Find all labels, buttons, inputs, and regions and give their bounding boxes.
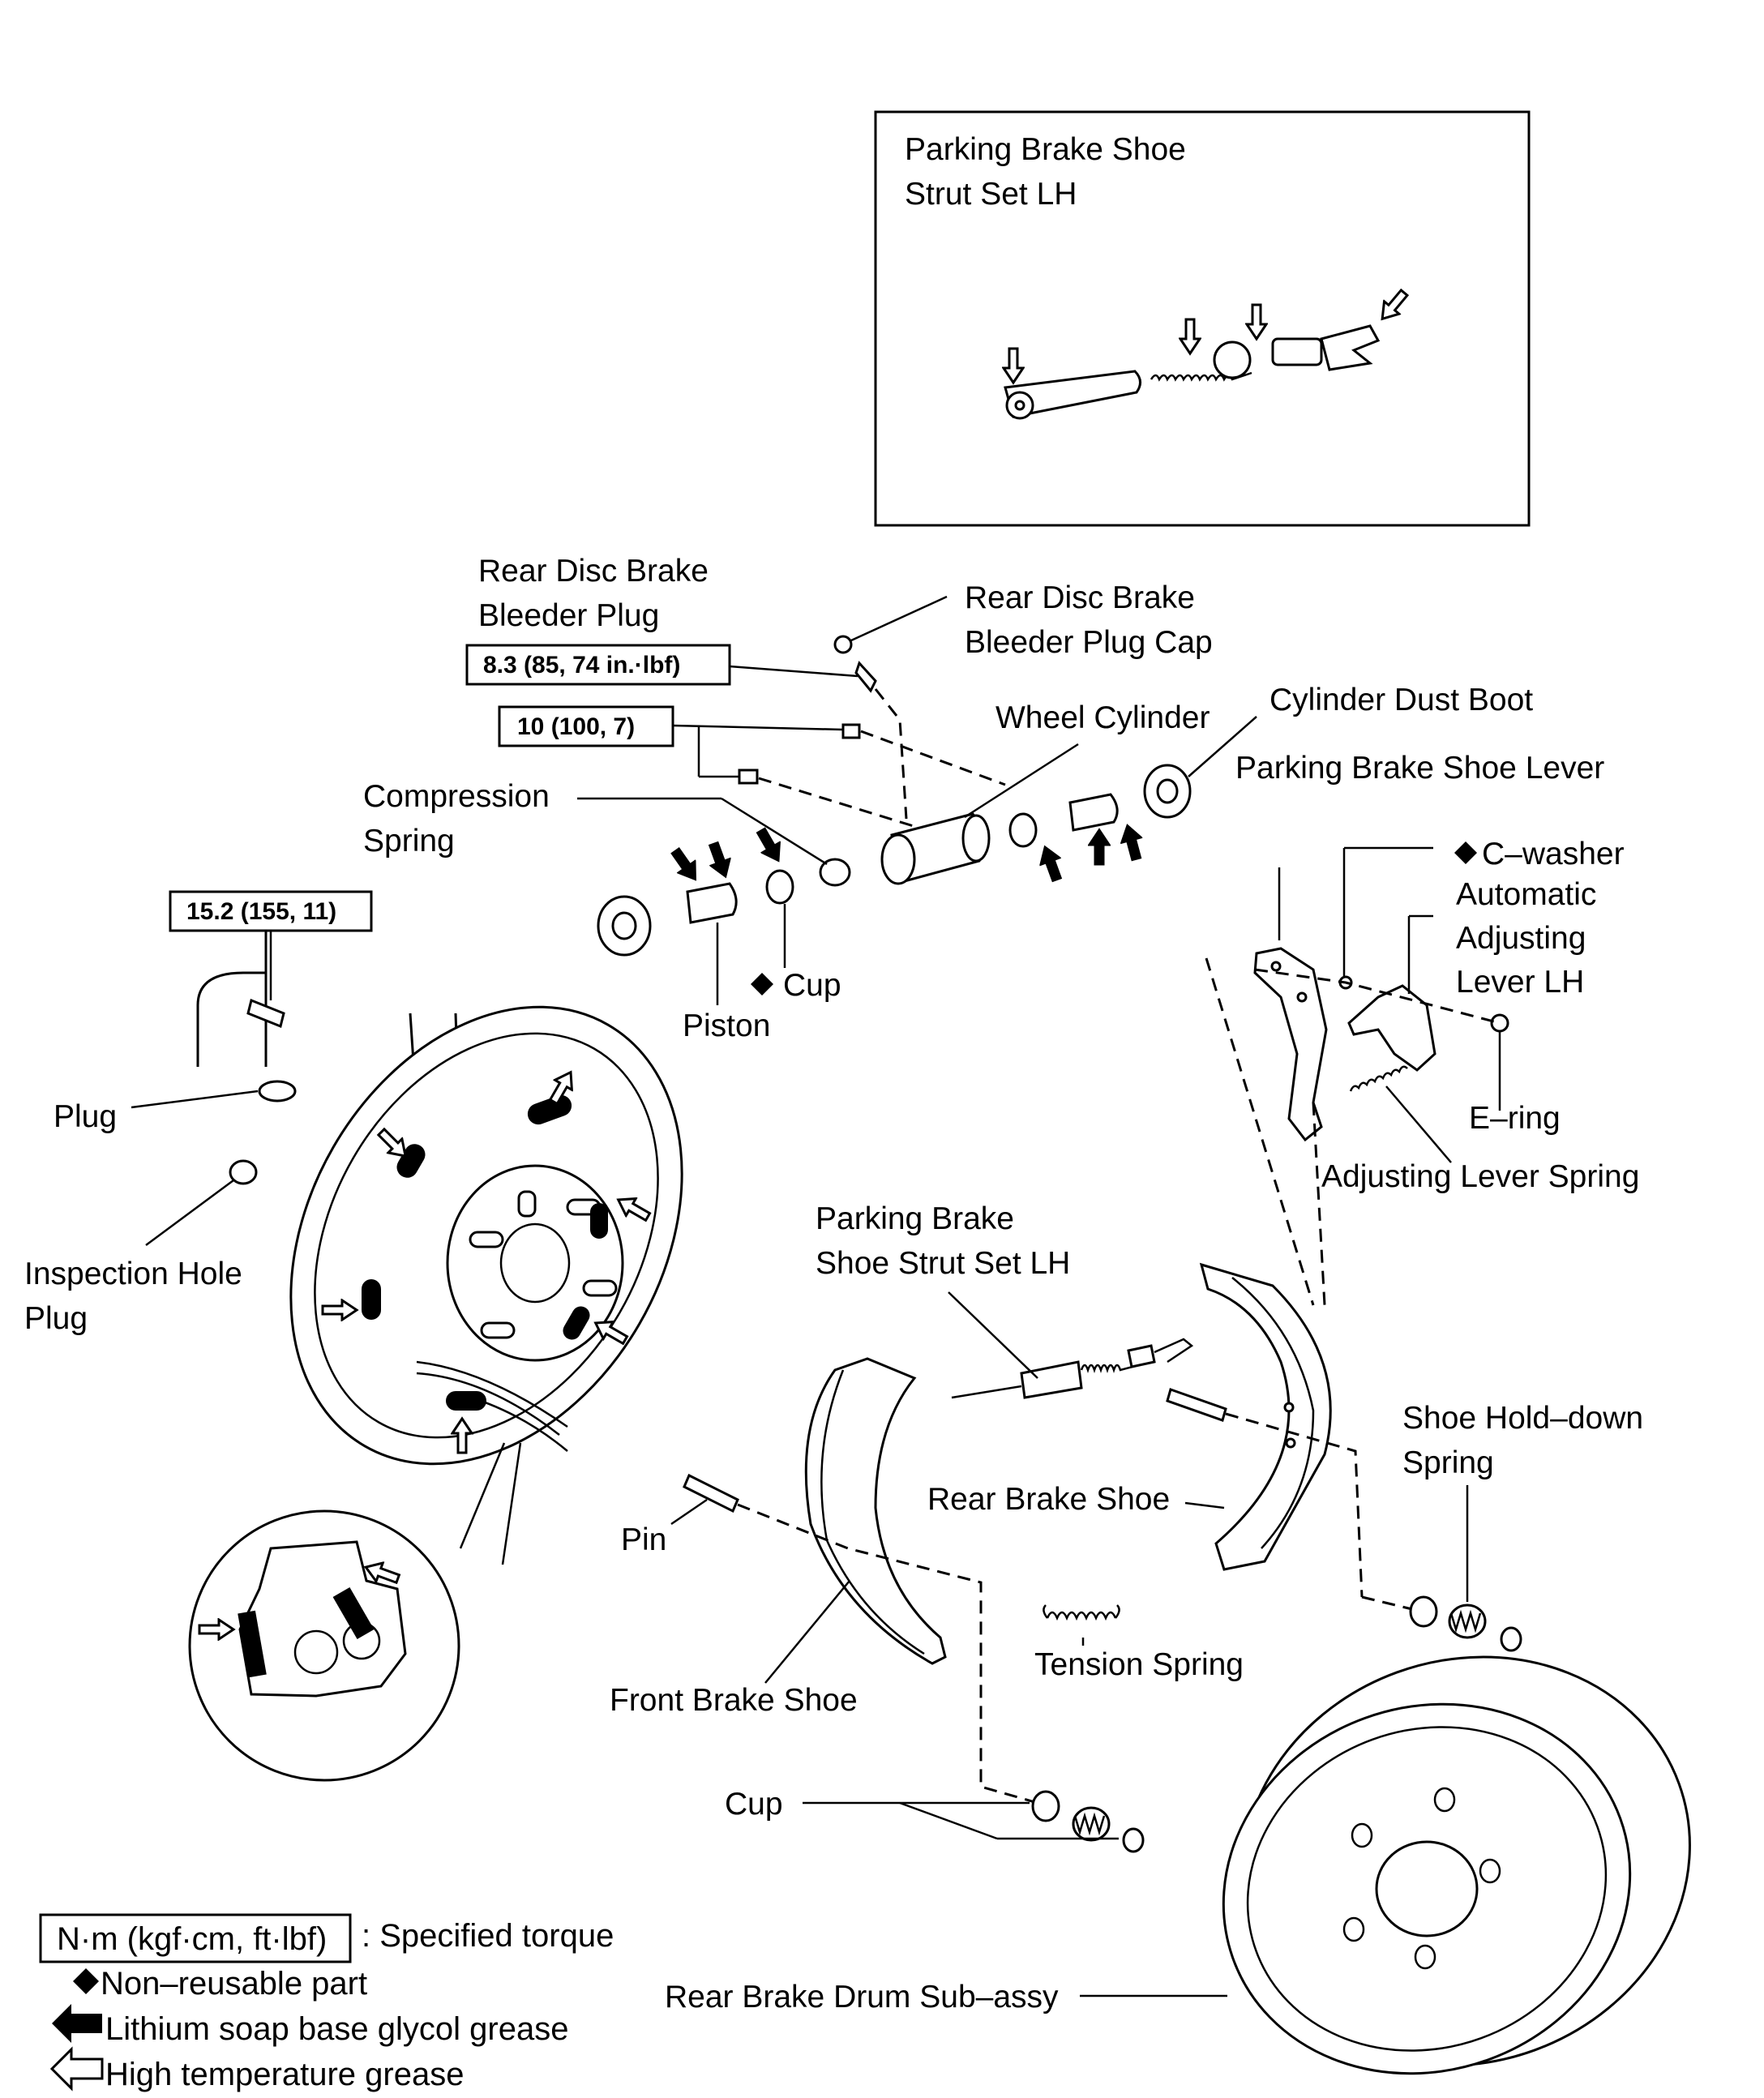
label-shoe-hold-down-2: Spring: [1402, 1445, 1494, 1480]
label-strut-set-2: Shoe Strut Set LH: [816, 1246, 1070, 1281]
shoe-hold-down-spring: [1409, 1485, 1522, 1652]
c-washer-diamond-icon: [1454, 841, 1477, 864]
e-ring: [1490, 1013, 1509, 1033]
label-plug: Plug: [54, 1099, 117, 1134]
piston-left: [686, 882, 738, 924]
leader-front-shoe: [764, 1580, 850, 1684]
label-adjusting-lever-spring: Adjusting Lever Spring: [1321, 1159, 1639, 1194]
leader-lines-top: [577, 595, 1257, 1005]
grease-arrow-cup-right: [1034, 842, 1068, 884]
legend-lithium-grease: Lithium soap base glycol grease: [105, 2011, 568, 2047]
label-rear-brake-drum: Rear Brake Drum Sub–assy: [665, 1980, 1059, 2015]
inset-grease-arrow-3: [1245, 303, 1268, 340]
solid-arrow-icon: [52, 2004, 102, 2043]
legend-torque-desc: : Specified torque: [362, 1918, 614, 1954]
inset-grease-arrow-1: [1002, 347, 1025, 384]
label-auto-adj-3: Lever LH: [1456, 965, 1584, 1000]
legend-torque-box-text: N·m (kgf·cm, ft·lbf): [57, 1921, 327, 1957]
hollow-arrow-icon: [49, 2046, 104, 2092]
rear-shoe-pin: [1166, 1388, 1227, 1422]
cup-left: [765, 869, 794, 905]
inset-panel: Parking Brake Shoe Strut Set LH: [874, 110, 1531, 527]
label-inspection-hole-plug-1: Inspection Hole: [24, 1257, 242, 1291]
inset-title-line2: Strut Set LH: [905, 177, 1077, 212]
label-cup-lower: Cup: [725, 1787, 783, 1822]
label-bleeder-cap-1: Rear Disc Brake: [965, 580, 1195, 615]
torque-box-cylinder-bolt: 10 (100, 7): [498, 705, 674, 747]
label-bleeder-plug-2: Bleeder Plug: [478, 598, 659, 633]
label-e-ring: E–ring: [1469, 1101, 1561, 1136]
front-shoe-pin: [683, 1473, 739, 1514]
label-bleeder-cap-2: Bleeder Plug Cap: [965, 625, 1213, 660]
lower-hold-down-parts: [803, 1790, 1145, 1853]
label-strut-set-1: Parking Brake: [816, 1201, 1014, 1236]
piston-right: [1068, 793, 1119, 832]
cup-diamond-icon: [751, 973, 773, 995]
label-front-brake-shoe: Front Brake Shoe: [610, 1683, 858, 1718]
label-wheel-cylinder: Wheel Cylinder: [995, 700, 1210, 735]
inspection-hole-plug: [229, 1159, 258, 1185]
label-auto-adj-2: Adjusting: [1456, 921, 1586, 956]
brake-line-fitting: [246, 998, 285, 1029]
cylinder-bolt-1: [841, 723, 861, 739]
svg-text:8.3 (85, 74 in.·lbf): 8.3 (85, 74 in.·lbf): [483, 652, 680, 679]
grease-arrow-cup: [751, 824, 788, 867]
label-piston: Piston: [683, 1008, 770, 1043]
wheel-cylinder-group: [597, 635, 1192, 957]
legend: N·m (kgf·cm, ft·lbf) : Specified torque …: [39, 1913, 614, 2092]
label-c-washer: C–washer: [1482, 837, 1625, 871]
leader-rear-shoe: [1184, 1501, 1225, 1509]
label-pin: Pin: [621, 1522, 666, 1557]
adjusting-lever-group: [1205, 846, 1509, 1306]
front-brake-shoe: [683, 1357, 1038, 1805]
grease-arrow-piston-right-2: [1116, 822, 1147, 863]
detail-magnifier: [188, 1442, 522, 1782]
parking-brake-shoe-lever: [1253, 947, 1328, 1142]
adjusting-lever-spring: [1349, 1065, 1408, 1092]
legend-high-temp-grease: High temperature grease: [105, 2057, 464, 2092]
cylinder-bolt-2: [738, 769, 759, 785]
leader-strut: [948, 1291, 1038, 1379]
label-inspection-hole-plug-2: Plug: [24, 1301, 88, 1336]
tension-spring: [1043, 1604, 1120, 1646]
grease-arrow-piston-right-1: [1088, 828, 1111, 866]
backing-plate: [196, 931, 683, 1466]
rear-brake-drum: [1222, 1655, 1691, 2075]
automatic-adjusting-lever: [1347, 984, 1436, 1072]
grease-arrow-piston-1: [666, 844, 704, 886]
bleeder-plug: [854, 661, 877, 693]
label-parking-brake-shoe-lever: Parking Brake Shoe Lever: [1235, 751, 1604, 786]
bleeder-plug-cap: [833, 635, 853, 654]
grease-arrow-piston-2: [703, 839, 736, 881]
label-cylinder-dust-boot: Cylinder Dust Boot: [1269, 683, 1533, 717]
shoe-strut-set: [951, 1338, 1194, 1399]
label-auto-adj-1: Automatic: [1456, 877, 1596, 912]
svg-text:10 (100, 7): 10 (100, 7): [517, 713, 635, 740]
inset-grease-arrow-2: [1179, 318, 1201, 355]
legend-non-reusable: Non–reusable part: [101, 1966, 367, 2002]
label-tension-spring: Tension Spring: [1034, 1647, 1244, 1682]
cup-right: [1008, 812, 1038, 848]
leader-lines-left: [131, 931, 272, 1247]
rear-brake-shoe: [1166, 1262, 1416, 1612]
inset-strut-drawing: [1004, 324, 1381, 420]
svg-text:15.2 (155, 11): 15.2 (155, 11): [186, 898, 336, 925]
label-compression-spring-2: Spring: [363, 824, 455, 858]
label-cup-upper: Cup: [783, 968, 841, 1003]
plug: [258, 1080, 297, 1103]
label-compression-spring-1: Compression: [363, 779, 550, 814]
inset-grease-arrow-4: [1373, 285, 1413, 327]
label-shoe-hold-down-1: Shoe Hold–down: [1402, 1401, 1643, 1436]
torque-box-brake-line: 15.2 (155, 11): [169, 890, 373, 932]
label-rear-brake-shoe: Rear Brake Shoe: [927, 1482, 1170, 1517]
compression-spring: [819, 858, 851, 887]
diamond-icon: [73, 1968, 99, 1994]
torque-box-bleeder: 8.3 (85, 74 in.·lbf): [465, 644, 731, 686]
label-bleeder-plug-1: Rear Disc Brake: [478, 554, 709, 589]
legend-torque-box: [39, 1913, 352, 1963]
inset-title-line1: Parking Brake Shoe: [905, 132, 1186, 167]
leader-pin: [670, 1498, 708, 1526]
